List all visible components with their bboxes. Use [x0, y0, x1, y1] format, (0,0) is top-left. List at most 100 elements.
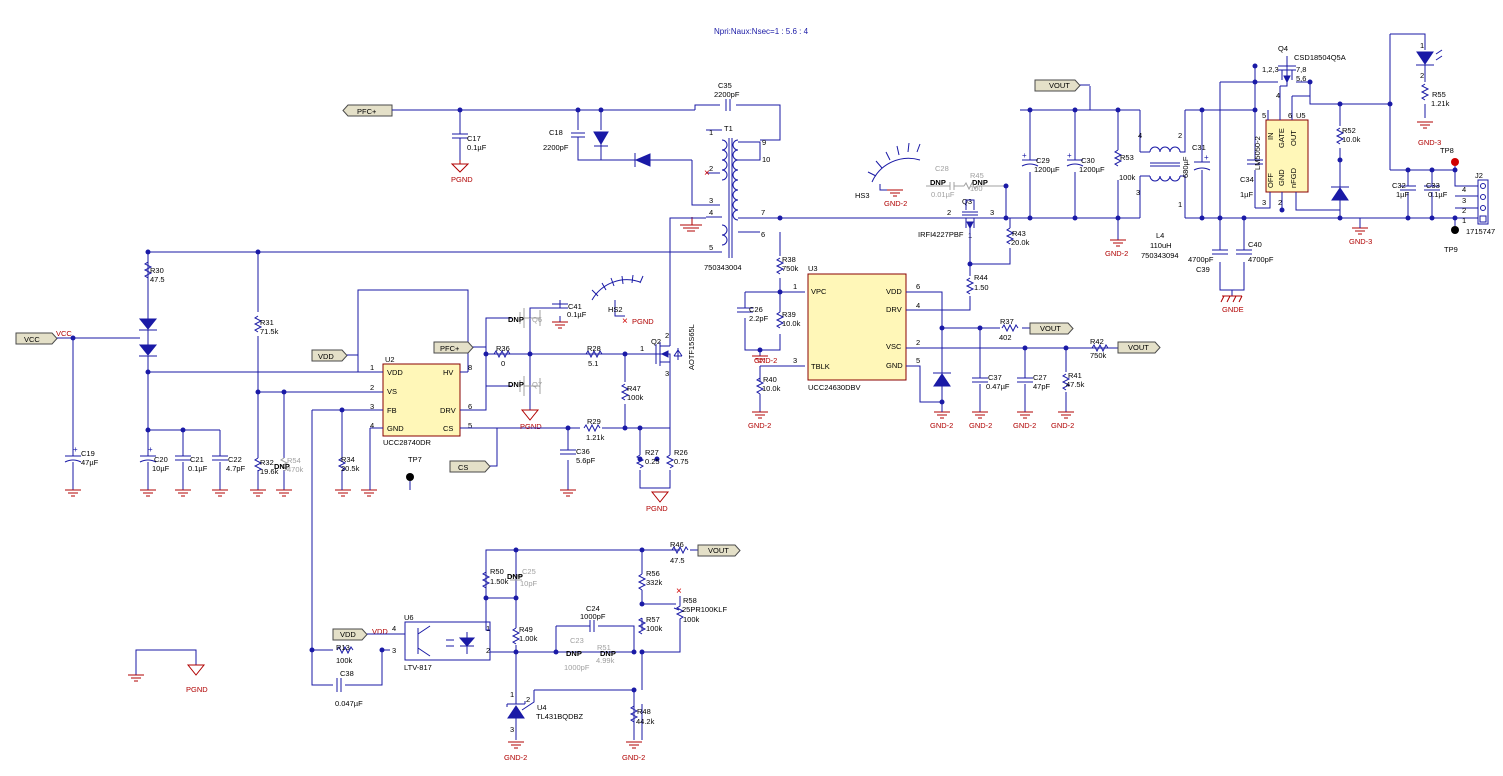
svg-text:PFC+: PFC+ — [440, 344, 460, 353]
svg-text:VCC: VCC — [24, 335, 40, 344]
svg-text:R43: R43 — [1012, 229, 1026, 238]
svg-text:100k: 100k — [627, 393, 644, 402]
svg-text:3: 3 — [510, 725, 514, 734]
capacitor-c19: + C19 47µF — [64, 445, 99, 467]
svg-text:R45: R45 — [970, 171, 984, 180]
net-flag-vdd-u6: VDD VDD — [332, 627, 388, 641]
resistor-r13: R13 100k — [336, 643, 354, 665]
resistor-r37: R37 402 — [999, 317, 1019, 342]
resistor-r42: R42 750k — [1090, 337, 1109, 360]
svg-text:CS: CS — [458, 463, 468, 472]
svg-text:1: 1 — [709, 128, 713, 137]
svg-text:C31: C31 — [1192, 143, 1206, 152]
svg-text:R44: R44 — [974, 273, 988, 282]
svg-text:100: 100 — [970, 184, 983, 193]
svg-text:4: 4 — [392, 624, 396, 633]
svg-text:1.21k: 1.21k — [1431, 99, 1450, 108]
svg-text:5: 5 — [1262, 111, 1266, 120]
shunt-regulator-u4: U4 TL431BQDBZ 1 2 3 — [506, 690, 584, 734]
ground-gnd2-r40: GND-2 — [748, 411, 771, 430]
zener-diode-d11 — [933, 368, 951, 402]
resistor-r29: R29 1.21k — [583, 417, 605, 442]
turns-ratio-note: Npri:Naux:Nsec=1 : 5.6 : 4 — [714, 27, 809, 36]
capacitor-c25-dnp: DNP C25 10pF — [507, 567, 538, 588]
svg-text:R34: R34 — [341, 455, 355, 464]
svg-text:C34: C34 — [1240, 175, 1254, 184]
svg-text:OFF: OFF — [1266, 173, 1275, 188]
svg-text:1: 1 — [1420, 41, 1424, 50]
svg-text:FB: FB — [387, 406, 397, 415]
svg-text:DNP: DNP — [600, 649, 616, 658]
svg-text:750343004: 750343004 — [704, 263, 742, 272]
net-flag-vout-r42: VOUT — [1117, 341, 1161, 354]
svg-text:VDD: VDD — [886, 287, 902, 296]
resistor-r52: R52 10.0k — [1335, 126, 1361, 145]
resistor-r39: R39 10.0k — [775, 310, 801, 329]
svg-text:4700pF: 4700pF — [1188, 255, 1214, 264]
svg-text:R31: R31 — [260, 318, 274, 327]
svg-text:10.0k: 10.0k — [1342, 135, 1361, 144]
svg-text:4.99k: 4.99k — [596, 656, 615, 665]
svg-text:GND-2: GND-2 — [969, 421, 992, 430]
net-flag-cs: CS — [449, 460, 491, 473]
svg-text:U2: U2 — [385, 355, 395, 364]
svg-text:2200pF: 2200pF — [543, 143, 569, 152]
svg-text:19.6k: 19.6k — [260, 467, 279, 476]
svg-text:×: × — [622, 316, 628, 327]
ground-t1-pin4 — [680, 217, 702, 232]
capacitor-c26: C26 2.2pF — [737, 305, 769, 323]
svg-text:1: 1 — [793, 282, 797, 291]
svg-text:47.5k: 47.5k — [1066, 380, 1085, 389]
svg-text:R26: R26 — [674, 448, 688, 457]
svg-text:8: 8 — [468, 363, 472, 372]
capacitor-c33: C33 0.1µF — [1424, 181, 1448, 199]
svg-text:1000pF: 1000pF — [580, 612, 606, 621]
resistor-r36: R36 0 — [493, 344, 511, 368]
svg-text:PGND: PGND — [632, 317, 654, 326]
capacitor-c27: C27 47pF — [1017, 373, 1051, 391]
svg-text:10µF: 10µF — [152, 464, 170, 473]
svg-text:R58: R58 — [683, 596, 697, 605]
transformer-t1: T1 750343004 1 2 3 4 5 6 7 9 10 × — [704, 124, 780, 272]
ground-gnd2-d11: GND-2 — [930, 411, 953, 430]
svg-text:C37: C37 — [988, 373, 1002, 382]
resistor-r27: R27 0.25 — [635, 448, 660, 469]
svg-text:C32: C32 — [1392, 181, 1406, 190]
svg-text:R51: R51 — [597, 643, 611, 652]
svg-text:VDD: VDD — [372, 627, 388, 636]
svg-text:+: + — [1022, 151, 1027, 160]
svg-text:GND-3: GND-3 — [1418, 138, 1441, 147]
svg-text:0.75: 0.75 — [674, 457, 689, 466]
resistor-r56: R56 332k — [637, 569, 663, 591]
svg-text:DRV: DRV — [886, 305, 902, 314]
svg-text:2200pF: 2200pF — [714, 90, 740, 99]
svg-text:6: 6 — [468, 402, 472, 411]
ic-u2: U2 UCC28740DR VDD VS FB GND HV DRV CS 1 … — [370, 355, 472, 447]
svg-text:7: 7 — [761, 208, 765, 217]
svg-text:C18: C18 — [549, 128, 563, 137]
resistor-r28: R28 5.1 — [585, 344, 603, 368]
capacitor-c30: + C30 1200µF — [1066, 151, 1105, 174]
resistor-r34: R34 20.5k — [337, 455, 360, 473]
svg-text:U6: U6 — [404, 613, 414, 622]
svg-text:TP7: TP7 — [408, 455, 422, 464]
svg-text:TP8: TP8 — [1440, 146, 1454, 155]
svg-text:2.2pF: 2.2pF — [749, 314, 769, 323]
svg-text:R37: R37 — [1000, 317, 1014, 326]
svg-text:20.5k: 20.5k — [341, 464, 360, 473]
resistor-r47: R47 100k — [620, 383, 644, 402]
svg-text:GND-2: GND-2 — [930, 421, 953, 430]
svg-text:HS2: HS2 — [608, 305, 623, 314]
resistor-r54-dnp: DNP R54 470k — [274, 456, 304, 474]
svg-text:1.50: 1.50 — [974, 283, 989, 292]
heatsink-hs3: HS3 GND-2 — [855, 142, 921, 208]
svg-text:2: 2 — [947, 208, 951, 217]
svg-text:C25: C25 — [522, 567, 536, 576]
svg-text:20.0k: 20.0k — [1011, 238, 1030, 247]
svg-text:1,2,3: 1,2,3 — [1262, 65, 1279, 74]
ground-pgnd-q7: PGND — [520, 409, 542, 431]
ground-gnd2-c37: GND-2 — [969, 411, 992, 430]
svg-text:332k: 332k — [646, 578, 663, 587]
svg-text:R41: R41 — [1068, 371, 1082, 380]
svg-text:R53: R53 — [1120, 153, 1134, 162]
